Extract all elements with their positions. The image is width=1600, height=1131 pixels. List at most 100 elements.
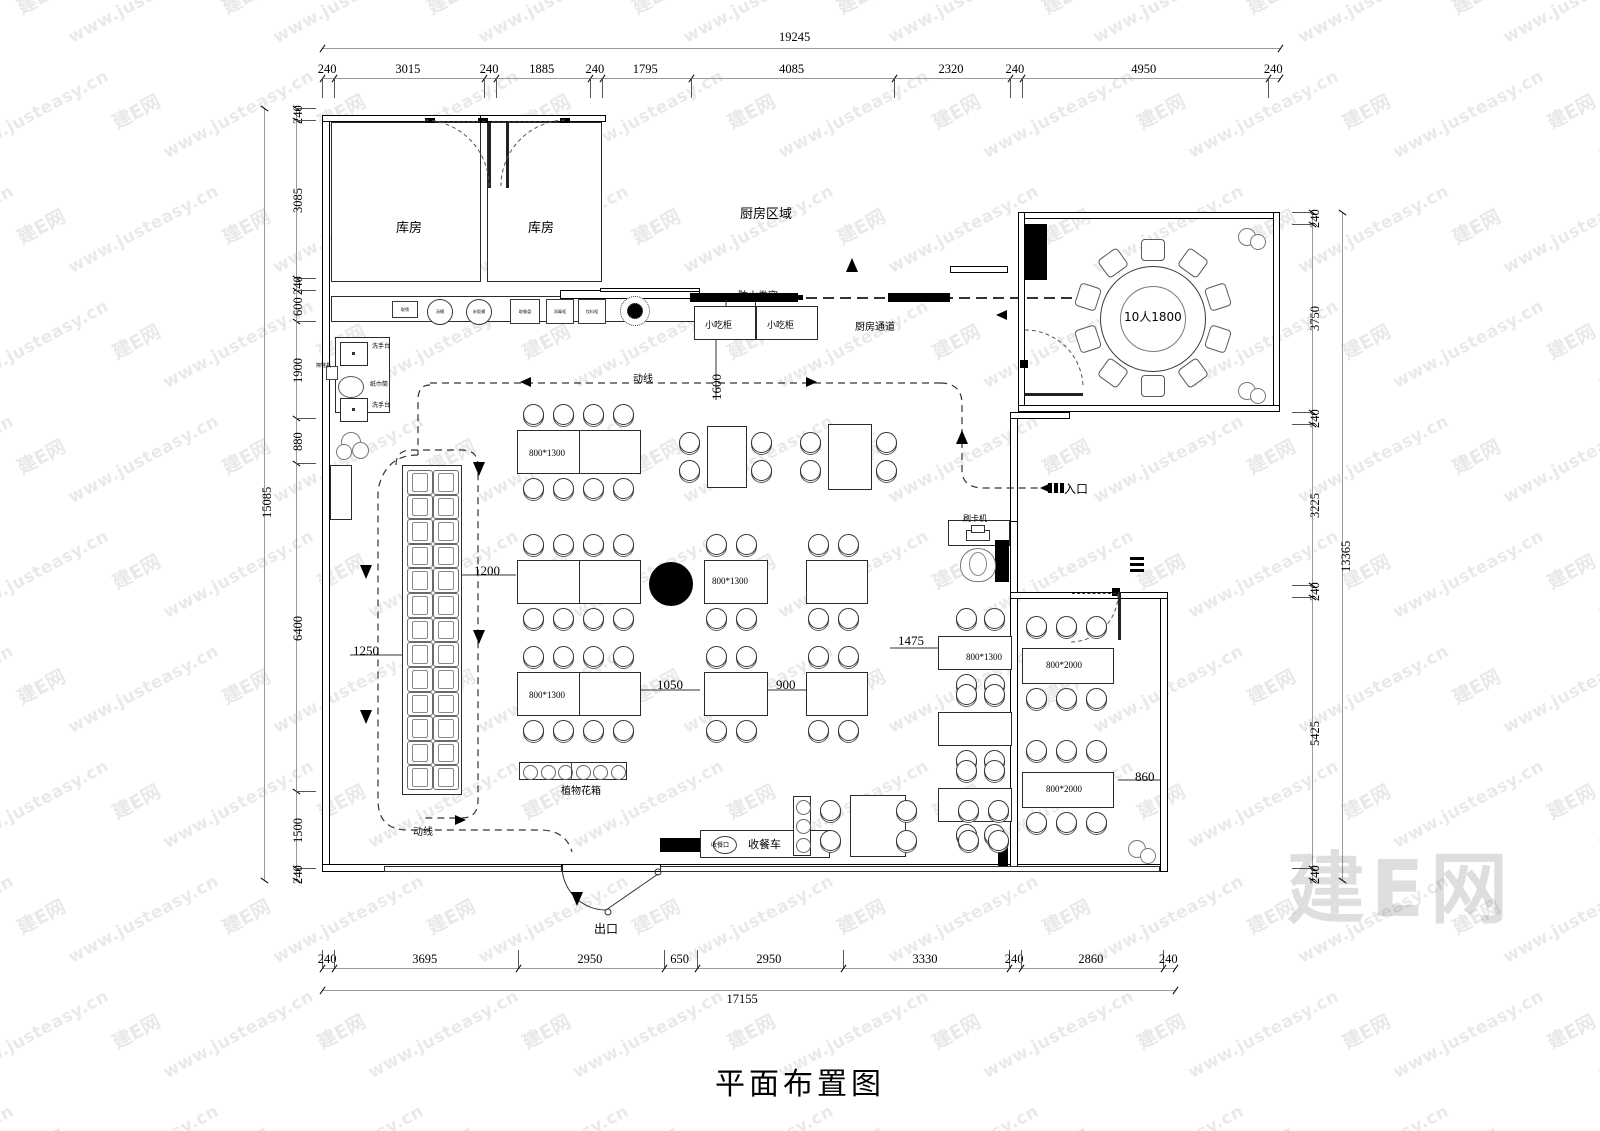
chair [988, 830, 1009, 853]
fire-shutter-dash [976, 297, 987, 299]
bottom-dim-value: 240 [1158, 952, 1178, 966]
right-total-line [1342, 212, 1343, 880]
table-size-label: 800*1300 [966, 652, 1002, 662]
label-shoe-machine: 擦鞋机 [316, 363, 332, 369]
watermark-url: www.justeasy.cn [65, 0, 222, 48]
fire-shutter-dash [823, 297, 834, 299]
partition-black [995, 540, 1009, 582]
extension-line [589, 78, 591, 98]
flow-arrow-up-1 [846, 258, 858, 272]
round-column [649, 562, 693, 606]
watermark-brand: 建E网 [832, 0, 890, 20]
banquet-chair [1074, 282, 1103, 312]
chair [583, 608, 604, 631]
label-circulation-bottom: 动线 [413, 827, 433, 838]
equipment-饮料柜: 饮料柜 [578, 299, 606, 324]
watermark-url: www.justeasy.cn [0, 181, 18, 278]
extension-line [296, 867, 316, 869]
chair [553, 478, 574, 501]
chair [736, 608, 757, 631]
banquet-chair [1203, 324, 1232, 354]
chafing-dish-inner [438, 497, 454, 517]
watermark-url: www.justeasy.cn [0, 411, 18, 508]
bottom-dim-value: 2860 [1078, 952, 1104, 966]
snack-cabinet-1 [694, 306, 756, 340]
label-washbasin-1: 洗手台 [372, 343, 391, 350]
watermark-brand: 建E网 [1543, 550, 1600, 594]
chafing-dish-inner [438, 768, 454, 787]
watermark-brand: 建E网 [108, 1010, 165, 1054]
threshold-dash-2 [492, 121, 552, 122]
watermark-brand: 建E网 [108, 780, 165, 824]
watermark-brand: 建E网 [1338, 780, 1395, 824]
chair [583, 404, 604, 427]
bottom-total-line [322, 990, 1175, 991]
banquet-chair [1141, 375, 1165, 397]
brand-watermark: 建E网 [1286, 845, 1514, 935]
watermark-brand: 建E网 [1338, 1010, 1395, 1054]
fire-shutter-dash [857, 297, 868, 299]
east-door-leaf [1118, 592, 1121, 640]
extension-line [296, 790, 316, 792]
watermark-brand: 建E网 [928, 320, 985, 364]
label-kitchen-passage: 厨房通道 [855, 322, 895, 333]
dining-table-6seat [1022, 648, 1114, 684]
table-split [579, 560, 580, 604]
watermark-brand: 建E网 [108, 550, 165, 594]
label-dish-cart: 收餐车 [748, 838, 781, 851]
hatch-3 [1130, 569, 1144, 572]
door-leaf-2 [506, 122, 509, 188]
chair [553, 404, 574, 427]
extension-line [495, 78, 497, 98]
dining-table-4seat [707, 426, 747, 488]
east-door-threshold [1072, 593, 1116, 594]
chair [1056, 688, 1077, 711]
dining-table-4seat [806, 672, 868, 716]
chafing-dish-inner [412, 645, 428, 664]
left-dim-value: 6400 [291, 615, 305, 641]
right-dim-value: 5425 [1308, 720, 1322, 746]
banquet-door-leaf [1025, 393, 1083, 396]
label-fire-shutter: 防火卷帘 [738, 291, 778, 302]
chafing-dish-inner [412, 669, 428, 689]
watermark-url: www.justeasy.cn [65, 641, 223, 738]
left-total-line [264, 108, 265, 880]
chair [583, 720, 604, 743]
watermark-url: www.justeasy.cn [65, 411, 223, 508]
chair [984, 684, 1005, 707]
extension-line [1292, 868, 1312, 869]
fire-shutter-dash [1027, 297, 1038, 299]
watermark-url: www.justeasy.cn [1595, 756, 1600, 853]
chair [800, 460, 821, 483]
watermark-url: www.justeasy.cn [0, 66, 113, 163]
chair [613, 646, 634, 669]
extension-line [843, 950, 845, 968]
bottom-dim-value: 240 [1004, 952, 1024, 966]
extension-line [1292, 224, 1312, 225]
fire-shutter-bar-2 [888, 293, 950, 302]
watermark-brand: 建E网 [313, 1010, 370, 1054]
chair [800, 432, 821, 455]
chafing-dish-inner [438, 743, 454, 763]
extension-line [296, 418, 316, 420]
plant-in-box [558, 765, 573, 780]
chair [838, 608, 859, 631]
watermark-url: www.justeasy.cn [65, 181, 223, 278]
watermark-url: www.justeasy.cn [1595, 526, 1600, 623]
extension-line [1292, 212, 1312, 213]
plant-in-box [523, 765, 538, 780]
chafing-dish-inner [412, 620, 428, 640]
washbasin-drain-1 [352, 352, 355, 355]
watermark-url: www.justeasy.cn [1185, 526, 1343, 623]
plant [352, 442, 369, 459]
watermark-url: www.justeasy.cn [1090, 1101, 1247, 1131]
chair [958, 830, 979, 853]
extension-line [894, 78, 896, 98]
chair [523, 646, 544, 669]
chair [1026, 740, 1047, 763]
